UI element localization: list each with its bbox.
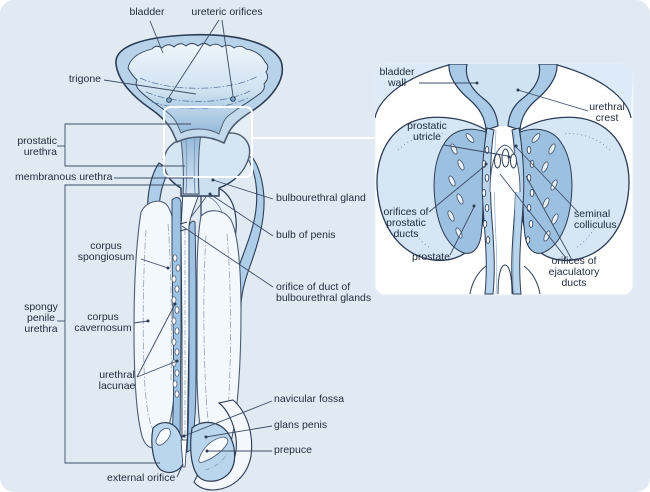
inset-bladder-wall-left bbox=[448, 64, 499, 131]
external-orifice-shape bbox=[180, 439, 188, 468]
inset-label-bladder-wall: bladder wall bbox=[379, 66, 415, 89]
leader-dots bbox=[146, 81, 520, 453]
inset-label-prostate: prostate bbox=[412, 251, 450, 263]
inset-label-urethral-crest: urethral crest bbox=[589, 101, 625, 124]
bulbourethral-duct-orifice bbox=[179, 221, 188, 232]
label-bulb-of-penis: bulb of penis bbox=[276, 229, 336, 241]
inset-gland-slits bbox=[447, 133, 559, 242]
bladder-lumen bbox=[127, 43, 269, 135]
inset-bladder-lumen bbox=[466, 64, 540, 126]
label-corpus-cavernosum: corpus cavernosum bbox=[74, 311, 132, 334]
urethral-lacunae-dots bbox=[171, 254, 181, 398]
ureteric-orifice-left bbox=[166, 97, 172, 103]
inset-bladder-wall-right bbox=[507, 64, 558, 131]
label-navicular-fossa: navicular fossa bbox=[274, 393, 345, 405]
inset-ejaculatory-orifice-left bbox=[494, 153, 501, 169]
right-cavernosum-shape bbox=[196, 210, 242, 459]
label-spongy-penile-urethra: spongy penile urethra bbox=[24, 301, 58, 335]
main-figure bbox=[115, 33, 284, 491]
inset-label-orifices-of-ejaculatory-ducts: orifices of ejaculatory ducts bbox=[548, 255, 600, 289]
label-bulbourethral-gland: bulbourethral gland bbox=[276, 192, 366, 204]
label-glans-penis: glans penis bbox=[274, 419, 328, 431]
label-ureteric-orifices: ureteric orifices bbox=[191, 6, 263, 18]
navicular-fossa-shape bbox=[198, 436, 229, 463]
leader-lines bbox=[57, 19, 589, 478]
inset-label-orifices-of-prostatic-ducts: orifices of prostatic ducts bbox=[383, 206, 429, 240]
label-corpus-spongiosum: corpus spongiosum bbox=[77, 240, 135, 263]
label-prepuce: prepuce bbox=[274, 444, 312, 456]
ureteric-orifice-right bbox=[230, 96, 236, 102]
inset-ejaculatory-orifice-right bbox=[510, 153, 517, 169]
label-trigone: trigone bbox=[68, 73, 101, 85]
inset-label-prostatic-utricle: prostatic utricle bbox=[407, 120, 447, 143]
label-urethral-lacunae: urethral lacunae bbox=[98, 369, 136, 392]
label-orifice-of-duct: orifice of duct of bulbourethral glands bbox=[276, 281, 372, 304]
label-prostatic-urethra: prostatic urethra bbox=[17, 135, 57, 158]
label-bladder: bladder bbox=[129, 6, 165, 18]
inset-label-seminal-colliculus: seminal colliculus bbox=[574, 208, 617, 231]
highlight-box bbox=[163, 106, 375, 178]
label-membranous-urethra: membranous urethra bbox=[15, 171, 113, 183]
label-external-orifice: external orifice bbox=[107, 472, 176, 484]
